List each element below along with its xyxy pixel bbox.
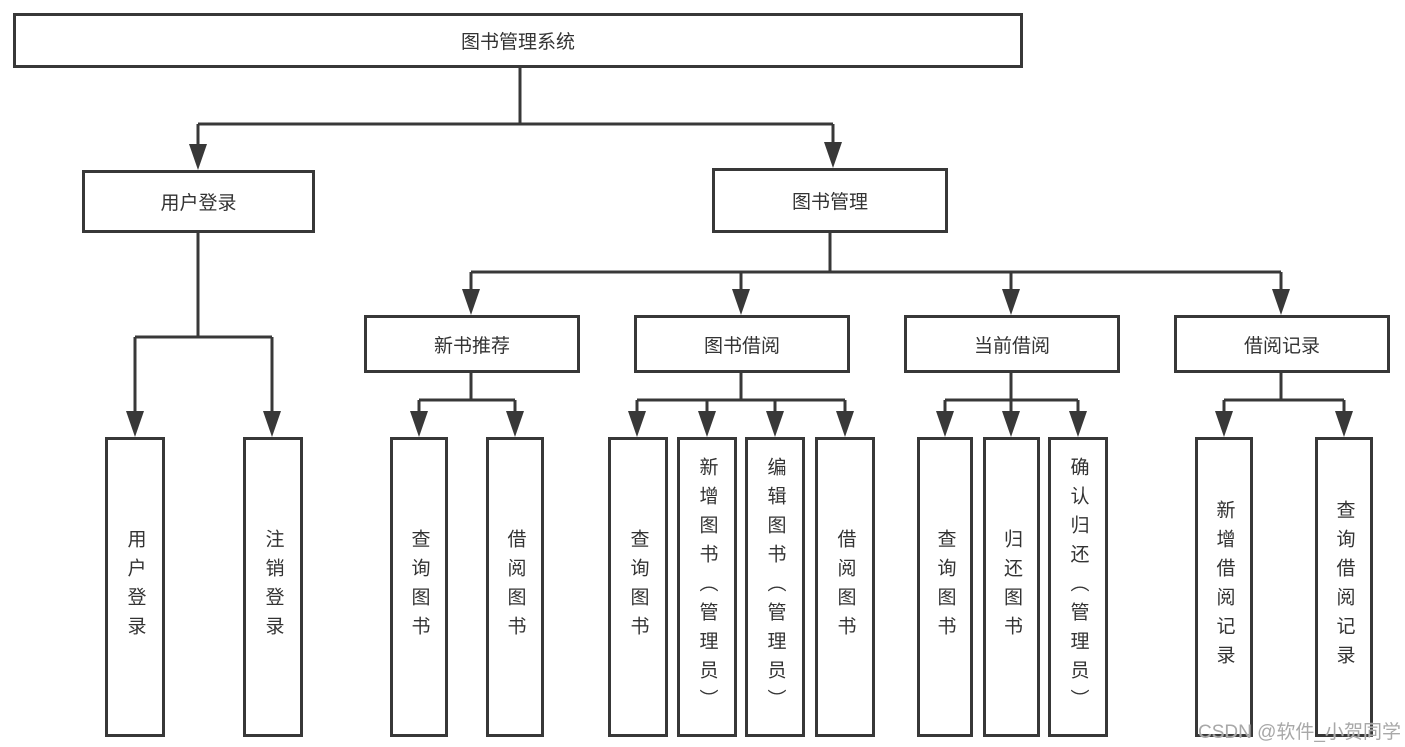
leaf-query-books: 查询图书 xyxy=(917,437,973,737)
node-label: 查询图书 xyxy=(627,529,649,645)
node-label: 用户登录 xyxy=(160,193,237,214)
node-label: 图书管理 xyxy=(791,192,868,213)
node-label: 注销登录 xyxy=(262,529,284,645)
leaf-return-books: 归还图书 xyxy=(983,437,1040,737)
node-label: 借阅记录 xyxy=(1243,335,1320,357)
leaf-confirm-return-admin: 确认归还（管理员） xyxy=(1048,437,1108,737)
leaf-borrow-books: 借阅图书 xyxy=(486,437,544,737)
node-label: 新增图书（管理员） xyxy=(696,456,718,718)
node-borrowing-records: 借阅记录 xyxy=(1174,315,1390,373)
node-label: 查询图书 xyxy=(934,529,956,645)
node-label: 图书管理系统 xyxy=(460,32,575,53)
node-book-management: 图书管理 xyxy=(712,168,948,233)
leaf-user-login: 用户登录 xyxy=(105,437,165,737)
node-new-book-recommendation: 新书推荐 xyxy=(364,315,580,373)
node-label: 归还图书 xyxy=(1001,529,1022,645)
node-label: 查询图书 xyxy=(408,529,430,645)
node-library-management-system: 图书管理系统 xyxy=(13,13,1023,68)
leaf-edit-book-admin: 编辑图书（管理员） xyxy=(745,437,805,737)
node-label: 编辑图书（管理员） xyxy=(764,456,786,718)
node-label: 借阅图书 xyxy=(834,529,856,645)
node-label: 用户登录 xyxy=(124,529,146,645)
leaf-query-books: 查询图书 xyxy=(390,437,448,737)
node-label: 图书借阅 xyxy=(703,335,780,357)
node-label: 确认归还（管理员） xyxy=(1067,456,1089,718)
leaf-add-book-admin: 新增图书（管理员） xyxy=(677,437,737,737)
node-book-borrowing: 图书借阅 xyxy=(634,315,850,373)
node-label: 新书推荐 xyxy=(433,335,510,357)
leaf-query-books: 查询图书 xyxy=(608,437,668,737)
node-label: 查询借阅记录 xyxy=(1333,500,1355,674)
node-user-login: 用户登录 xyxy=(82,170,315,233)
leaf-query-borrow-record: 查询借阅记录 xyxy=(1315,437,1373,737)
leaf-borrow-books: 借阅图书 xyxy=(815,437,875,737)
leaf-logout: 注销登录 xyxy=(243,437,303,737)
csdn-watermark: CSDN @软件_小贺同学 xyxy=(1198,722,1401,743)
node-label: 当前借阅 xyxy=(973,335,1050,357)
node-label: 借阅图书 xyxy=(504,529,526,645)
node-label: 新增借阅记录 xyxy=(1213,500,1235,674)
node-current-borrowing: 当前借阅 xyxy=(904,315,1120,373)
leaf-add-borrow-record: 新增借阅记录 xyxy=(1195,437,1253,737)
